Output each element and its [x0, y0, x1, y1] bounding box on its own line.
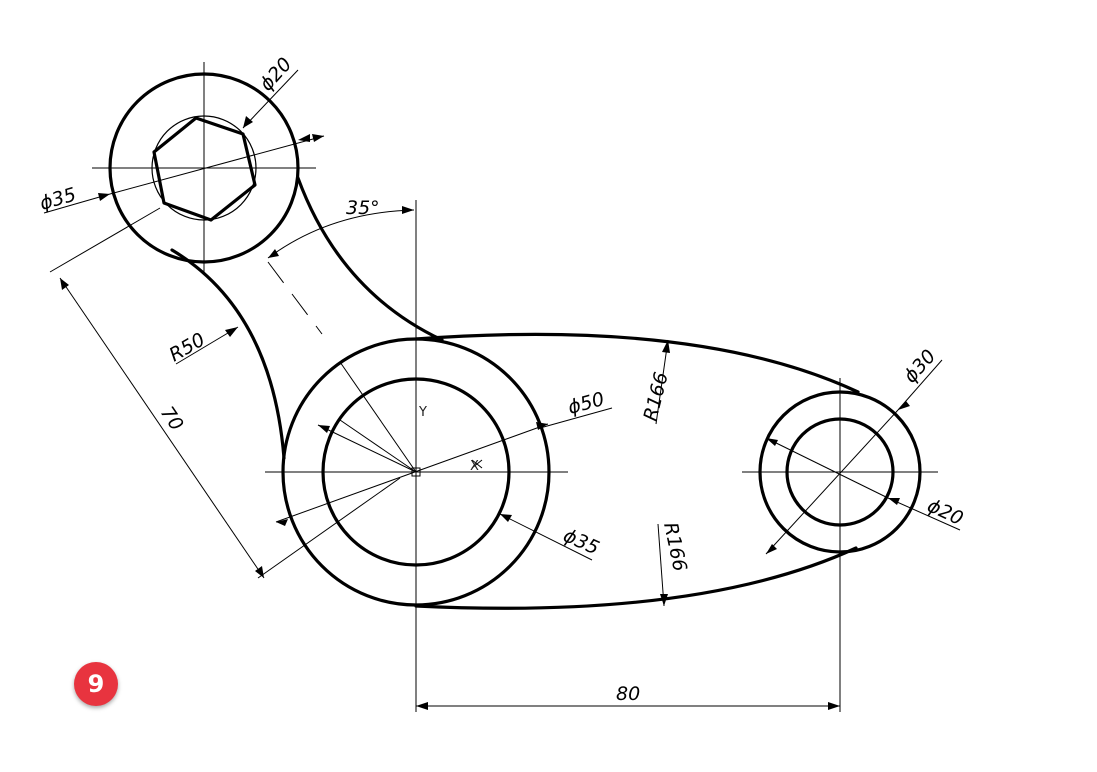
ucs-origin-square — [411, 467, 421, 477]
arm-upper-arc — [296, 176, 444, 342]
step-number-badge: 9 — [74, 662, 118, 706]
part-outline — [108, 72, 922, 610]
upper-arc-radius-label: R166 — [640, 370, 673, 423]
arm-left-arc — [170, 248, 286, 460]
right-boss-dia-label: ϕ30 — [899, 345, 940, 387]
hex-construction-circle — [151, 115, 257, 221]
right-hole-dia-label: ϕ20 — [924, 495, 967, 530]
arrowheads — [60, 116, 910, 710]
top-boss-circle — [108, 72, 300, 264]
main-boss-dia-label: ϕ50 — [566, 388, 607, 419]
dimension-lines — [43, 69, 961, 707]
top-hole-dia-label: ϕ20 — [255, 53, 296, 95]
horizontal-distance-label: 80 — [616, 683, 640, 705]
x-axis-label: X — [470, 459, 479, 474]
angle-label: 35° — [346, 197, 380, 219]
arm-radius-label: R50 — [166, 329, 209, 367]
center-lines — [92, 62, 938, 712]
lower-r166-arc — [414, 546, 858, 610]
right-boss-outer — [758, 390, 922, 554]
hexagon-hole — [152, 116, 257, 222]
y-axis-label: Y — [418, 405, 427, 420]
main-boss-hole — [321, 377, 511, 567]
upper-r166-arc — [414, 332, 860, 394]
right-boss-hole — [785, 417, 895, 527]
top-boss-dia-label: ϕ35 — [37, 184, 78, 215]
oblique-distance-label: 70 — [156, 402, 188, 434]
lower-arc-radius-label: R166 — [659, 520, 691, 573]
ucs-icon: X Y — [411, 405, 483, 477]
